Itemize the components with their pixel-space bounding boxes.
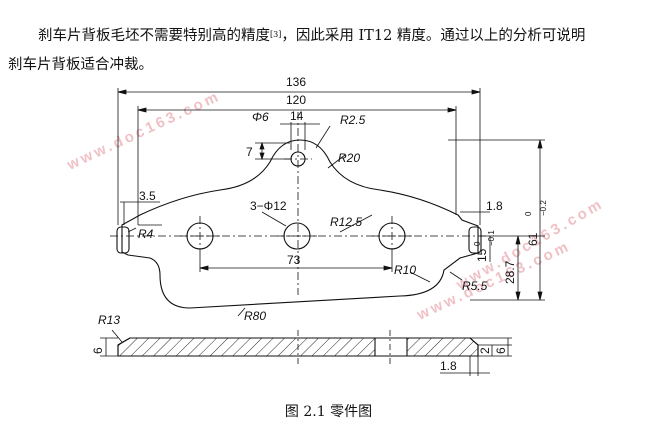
- dim-6-left: 6: [91, 347, 105, 354]
- dim-15-tol-top: 0: [473, 241, 482, 246]
- dim-1-8-bottom: 1.8: [440, 359, 457, 373]
- dim-3-phi12: 3−Φ12: [250, 199, 287, 213]
- dim-73: 73: [287, 253, 301, 267]
- dim-r13: R13: [98, 313, 120, 327]
- dim-r5-5: R5.5: [462, 279, 488, 293]
- dim-15: 15: [475, 248, 489, 262]
- dim-r12-5: R12.5: [330, 215, 362, 229]
- dim-61: 61: [526, 232, 540, 246]
- figure-caption: 图 2.1 零件图: [284, 404, 373, 420]
- right-tab: [468, 226, 482, 254]
- reference-mark: [3]: [270, 30, 282, 39]
- dim-r2-5: R2.5: [340, 113, 366, 127]
- body-paragraph: 刹车片背板毛坯不需要特别高的精度[3]，因此采用 IT12 精度。通过以上的分析…: [8, 22, 648, 80]
- paragraph-text-a: 刹车片背板毛坯不需要特别高的精度: [38, 28, 270, 44]
- dim-136: 136: [286, 75, 306, 89]
- dim-7: 7: [246, 145, 253, 159]
- dim-61-tol-top: 0: [524, 211, 533, 216]
- dim-61-tol: −0.2: [539, 200, 548, 216]
- dim-3-5: 3.5: [139, 189, 156, 203]
- dim-1-8-top: 1.8: [486, 199, 503, 213]
- paragraph-text-b: ，因此采用 IT12 精度。通过以上的分析可说明: [281, 28, 586, 44]
- dim-r10: R10: [394, 263, 416, 277]
- watermark-left: www.doc163.com: [64, 88, 224, 175]
- dim-r80: R80: [244, 309, 266, 323]
- dim-r4: R4: [138, 227, 154, 241]
- dim-phi6: Φ6: [252, 110, 269, 124]
- paragraph-line-2: 刹车片背板适合冲裁。: [8, 57, 153, 73]
- dim-r20: R20: [338, 151, 360, 165]
- dim-120: 120: [286, 93, 306, 107]
- dim-2: 2: [478, 347, 492, 354]
- dim-14: 14: [290, 109, 304, 123]
- dim-6-right: 6: [494, 347, 508, 354]
- plate-outline: [121, 139, 479, 309]
- paragraph-line-1: 刹车片背板毛坯不需要特别高的精度[3]，因此采用 IT12 精度。通过以上的分析…: [8, 22, 648, 51]
- left-tab: [116, 226, 130, 254]
- dim-28-7: 28.7: [503, 260, 517, 284]
- dim-15-tol: −0.1: [487, 230, 496, 246]
- section-view: [100, 329, 512, 376]
- watermark-bottom: www.doc163.com: [414, 238, 574, 325]
